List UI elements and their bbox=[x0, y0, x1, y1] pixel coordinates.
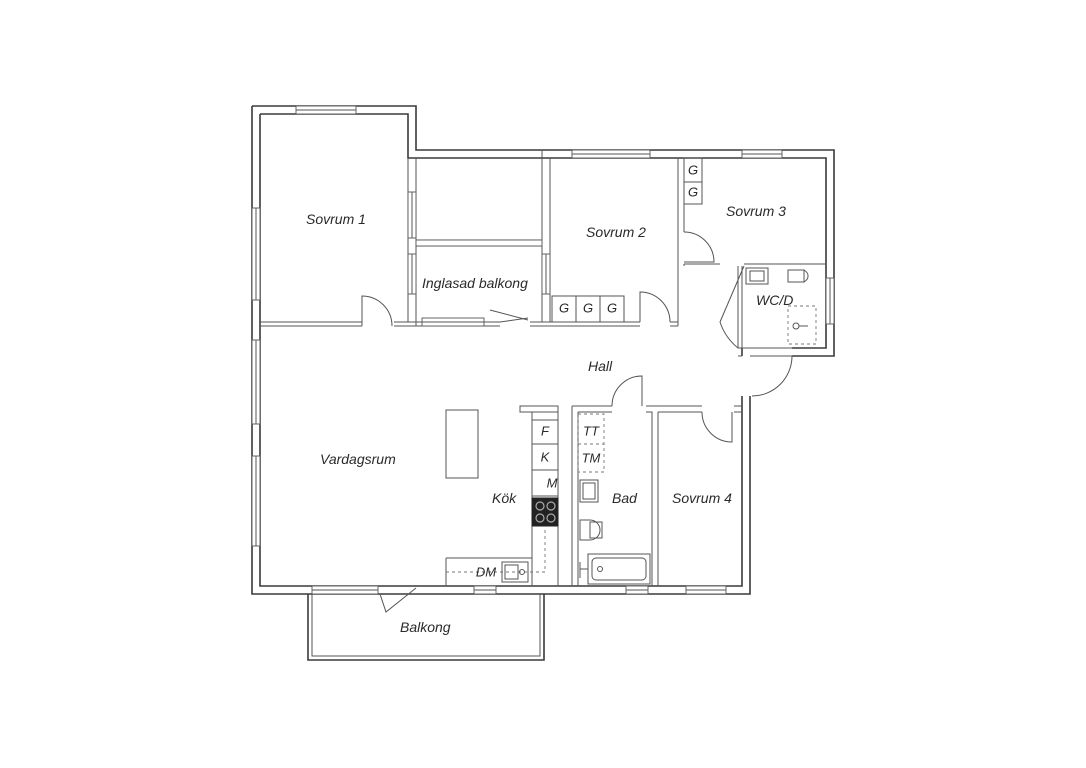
dishwasher-label: DM bbox=[476, 564, 496, 579]
room-label-sovrum-1: Sovrum 1 bbox=[306, 211, 366, 227]
microwave-label: M bbox=[547, 475, 558, 490]
windows bbox=[251, 105, 835, 595]
wardrobe-label: G bbox=[607, 300, 617, 315]
room-label-sovrum-3: Sovrum 3 bbox=[726, 203, 786, 219]
room-label-hall: Hall bbox=[588, 358, 613, 374]
room-label-sovrum-2: Sovrum 2 bbox=[586, 224, 646, 240]
dryer-label: TT bbox=[583, 423, 600, 438]
room-label-inglasad-balkong: Inglasad balkong bbox=[422, 275, 528, 291]
room-label-sovrum-4: Sovrum 4 bbox=[672, 490, 732, 506]
washbasin-icon bbox=[745, 267, 769, 285]
room-label-wc-d: WC/D bbox=[756, 292, 793, 308]
wardrobe-label: G bbox=[688, 162, 698, 177]
toilet-icon bbox=[787, 269, 805, 283]
sink-icon bbox=[501, 561, 529, 583]
freezer-label: K bbox=[541, 449, 551, 464]
wardrobe-label: G bbox=[559, 300, 569, 315]
wc-fixtures bbox=[745, 267, 817, 345]
bathroom-fixtures bbox=[577, 413, 651, 585]
room-label-kok: Kök bbox=[492, 490, 517, 506]
wardrobes bbox=[551, 157, 703, 323]
wardrobe-label: G bbox=[583, 300, 593, 315]
washer-label: TM bbox=[582, 450, 601, 465]
kitchen-fixtures bbox=[446, 419, 559, 583]
toilet-icon bbox=[579, 519, 601, 541]
wardrobe-label: G bbox=[688, 184, 698, 199]
fridge-label: F bbox=[541, 423, 550, 438]
room-label-bad: Bad bbox=[612, 490, 638, 506]
kitchen-island bbox=[445, 409, 479, 479]
doors bbox=[361, 231, 793, 613]
stove-icon bbox=[531, 497, 559, 527]
room-label-vardagsrum: Vardagsrum bbox=[320, 451, 396, 467]
balcony bbox=[307, 594, 545, 661]
room-label-balkong: Balkong bbox=[400, 619, 451, 635]
washbasin-icon bbox=[579, 479, 599, 503]
